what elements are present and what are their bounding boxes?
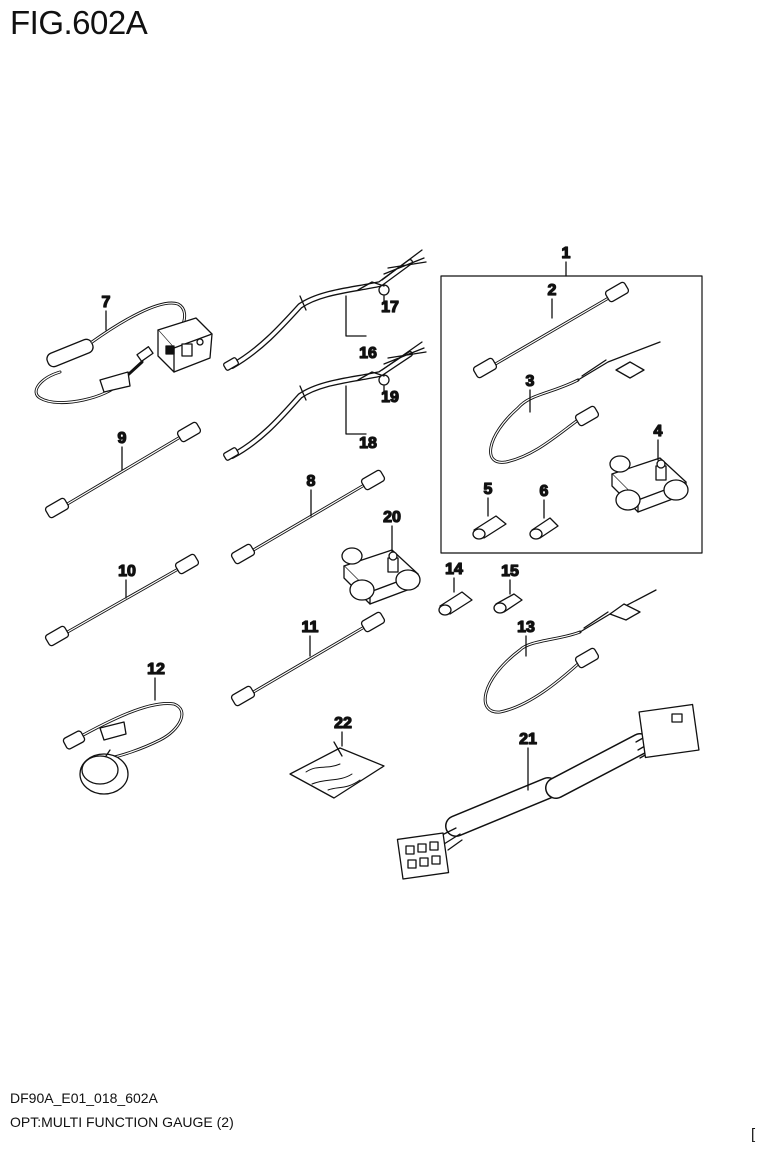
part-8-cable: [230, 469, 386, 565]
callout-5: 5: [484, 481, 493, 498]
callout-13: 13: [517, 619, 535, 636]
diagram-code: DF90A_E01_018_602A: [10, 1090, 158, 1106]
diagram-description: OPT:MULTI FUNCTION GAUGE (2): [10, 1114, 234, 1130]
part-13-power-cable: [483, 589, 657, 714]
callout-15: 15: [501, 563, 519, 580]
part-18-cable: [223, 341, 427, 461]
part-15-terminator: [493, 593, 523, 614]
callout-8: 8: [307, 473, 316, 490]
callout-4: 4: [654, 423, 663, 440]
part-20-tee: [341, 547, 421, 605]
callout-14: 14: [445, 561, 463, 578]
part-4-tee: [609, 455, 689, 513]
figure-title: FIG.602A: [10, 4, 148, 41]
part-9-cable: [44, 421, 202, 519]
callout-16: 16: [359, 345, 377, 362]
callout-10: 10: [118, 563, 136, 580]
part-14-terminator: [438, 591, 473, 616]
part-22-bag: [289, 741, 385, 799]
part-10-cable: [44, 553, 200, 647]
part-6-terminator: [529, 517, 559, 540]
part-3-power-cable: [489, 341, 661, 464]
callout-1: 1: [562, 245, 571, 262]
part-12-sensor: [62, 701, 184, 795]
callout-22: 22: [334, 715, 352, 732]
callout-20: 20: [383, 509, 401, 526]
callout-3: 3: [526, 373, 535, 390]
part-7-harness: [34, 301, 213, 405]
callout-18: 18: [359, 435, 377, 452]
kit-box: [440, 275, 703, 554]
corner-mark: [: [751, 1126, 756, 1143]
callout-17: 17: [381, 299, 399, 316]
part-11-cable: [230, 611, 386, 707]
callout-6: 6: [540, 483, 549, 500]
leader-line-16: [345, 295, 367, 337]
callout-19: 19: [381, 389, 399, 406]
part-16-cable: [223, 249, 427, 371]
part-21-harness: [396, 703, 700, 880]
callout-21: 21: [519, 731, 537, 748]
callout-9: 9: [118, 430, 127, 447]
callout-2: 2: [548, 282, 557, 299]
callout-12: 12: [147, 661, 165, 678]
callout-11: 11: [302, 619, 319, 636]
leader-line-18: [345, 385, 367, 435]
part-2-cable: [472, 281, 630, 379]
callout-7: 7: [102, 294, 111, 311]
part-5-terminator: [472, 515, 507, 540]
